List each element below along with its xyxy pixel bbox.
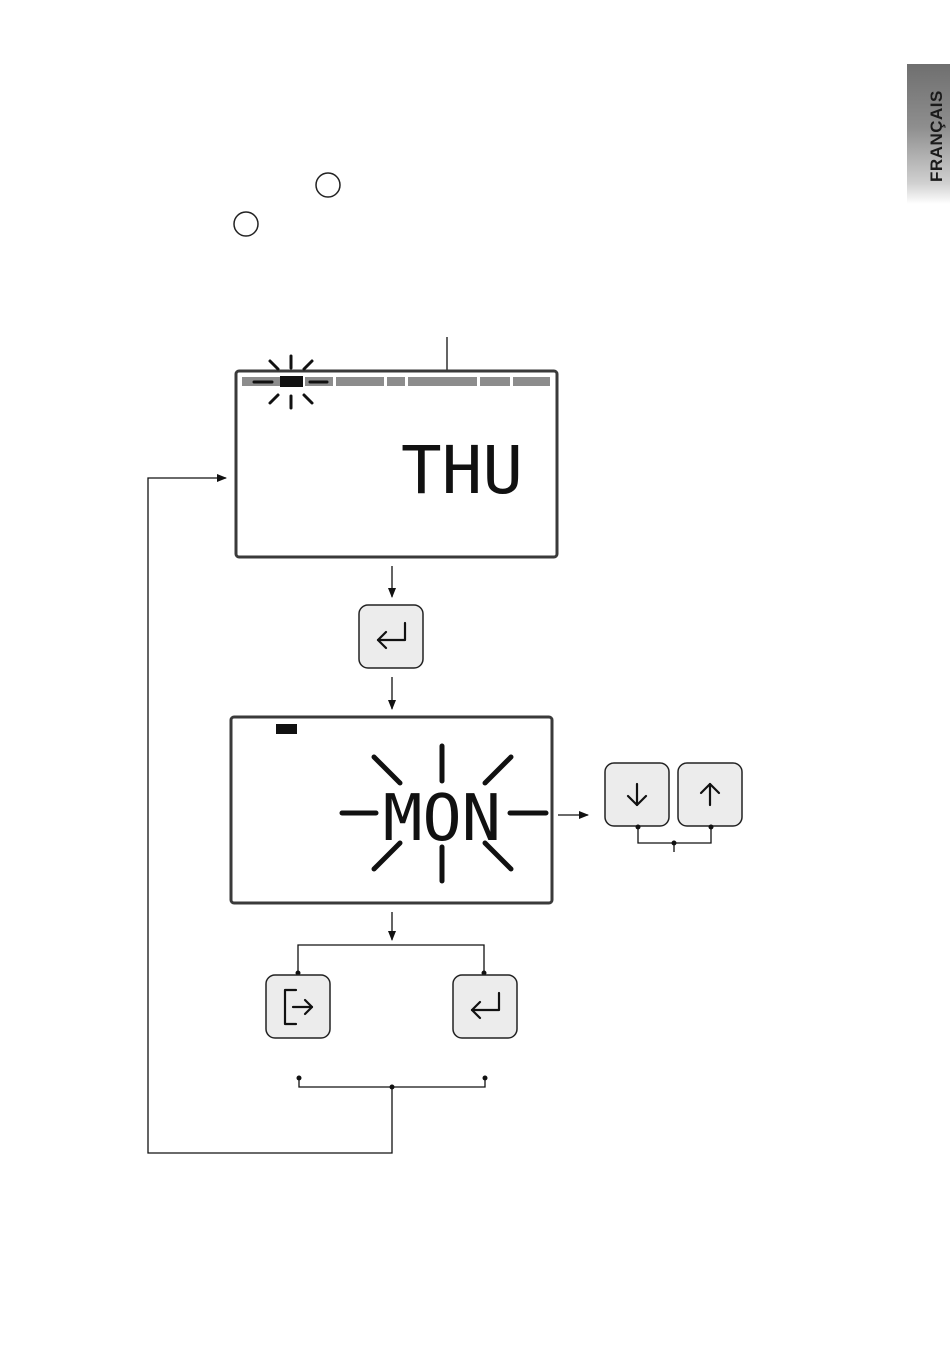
step-marker-circle-1 [316, 173, 340, 197]
day-indicator-bar [242, 376, 550, 387]
branch-bracket [298, 945, 484, 973]
active-day-segment [280, 376, 303, 387]
enter-button-confirm[interactable] [453, 975, 517, 1038]
lcd-display-top: THU [236, 356, 557, 557]
step-marker-circle-2 [234, 212, 258, 236]
exit-button[interactable] [266, 975, 330, 1038]
active-day-segment [276, 724, 297, 734]
updown-bracket [638, 827, 711, 852]
enter-button[interactable] [359, 605, 423, 668]
lcd-bottom-day-text: MON [383, 782, 501, 856]
up-button[interactable] [678, 763, 742, 826]
down-button[interactable] [605, 763, 669, 826]
lcd-display-bottom: MON [231, 717, 552, 903]
lcd-top-day-text: THU [401, 432, 523, 509]
